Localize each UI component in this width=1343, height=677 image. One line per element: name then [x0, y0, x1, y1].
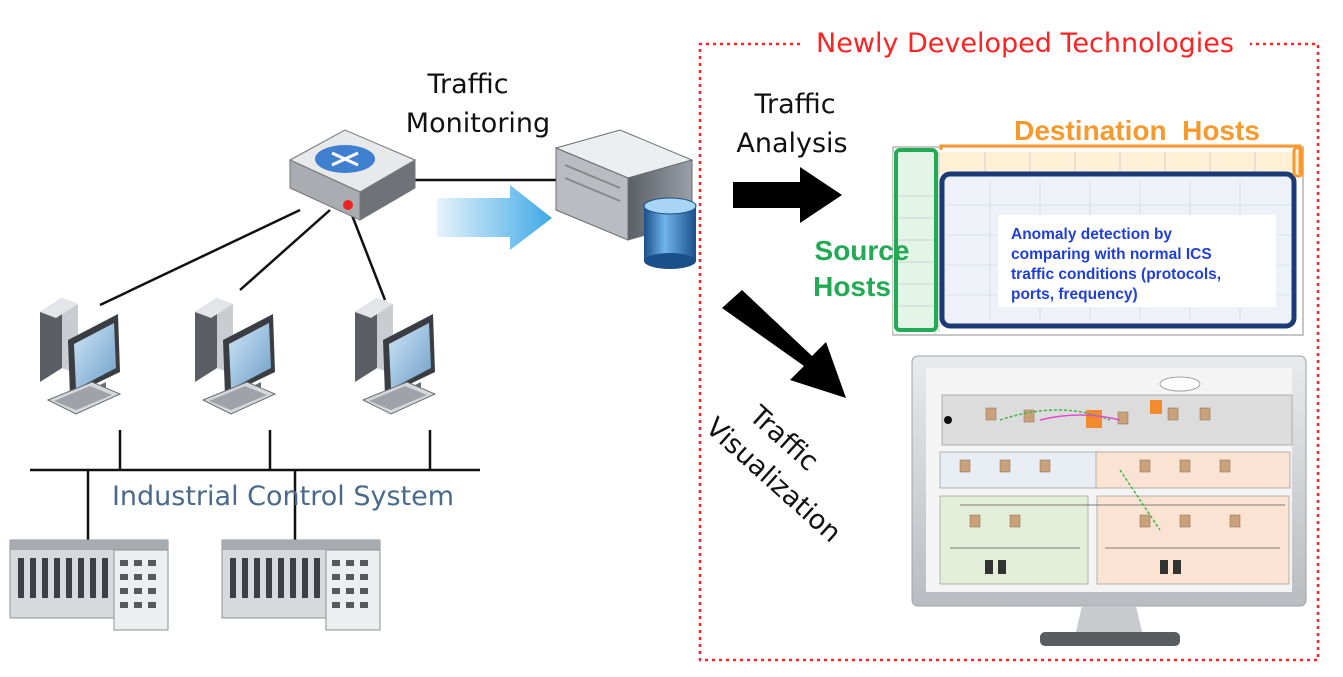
- anomaly-line-1: Anomaly detection by: [1011, 226, 1172, 243]
- database-icon: [643, 197, 697, 269]
- workstation-icon-3: [354, 297, 436, 415]
- anomaly-description: Anomaly detection by comparing with norm…: [1011, 226, 1221, 303]
- monitoring-label-line1: Traffic: [426, 69, 508, 100]
- router-icon: [288, 129, 417, 221]
- source-hosts-label-line2: Hosts: [813, 271, 891, 302]
- traffic-matrix: [892, 144, 1304, 336]
- new-tech-border: [698, 42, 1320, 662]
- anomaly-line-4: ports, frequency): [1011, 286, 1138, 303]
- visualization-arrow-icon: [722, 290, 846, 398]
- workstation-icon-2: [194, 297, 276, 415]
- monitoring-arrow-icon: [437, 185, 552, 250]
- workstation-icon-1: [39, 297, 121, 415]
- source-hosts-label-line1: Source: [815, 235, 910, 266]
- plc-icon-1: [9, 539, 169, 631]
- anomaly-line-2: comparing with normal ICS: [1011, 246, 1212, 263]
- destination-hosts-label: Destination Hosts: [1014, 115, 1260, 146]
- anomaly-line-3: traffic conditions (protocols,: [1011, 266, 1221, 283]
- network-links: [30, 178, 560, 540]
- ics-label: Industrial Control System: [112, 481, 454, 512]
- analysis-label-line2: Analysis: [736, 128, 847, 159]
- new-tech-title: Newly Developed Technologies: [816, 28, 1234, 59]
- monitoring-label-line2: Monitoring: [406, 108, 550, 139]
- analysis-arrow-icon: [733, 167, 842, 223]
- plc-icon-2: [221, 539, 381, 631]
- analysis-label-line1: Traffic: [753, 89, 835, 120]
- visualization-monitor: [911, 355, 1307, 646]
